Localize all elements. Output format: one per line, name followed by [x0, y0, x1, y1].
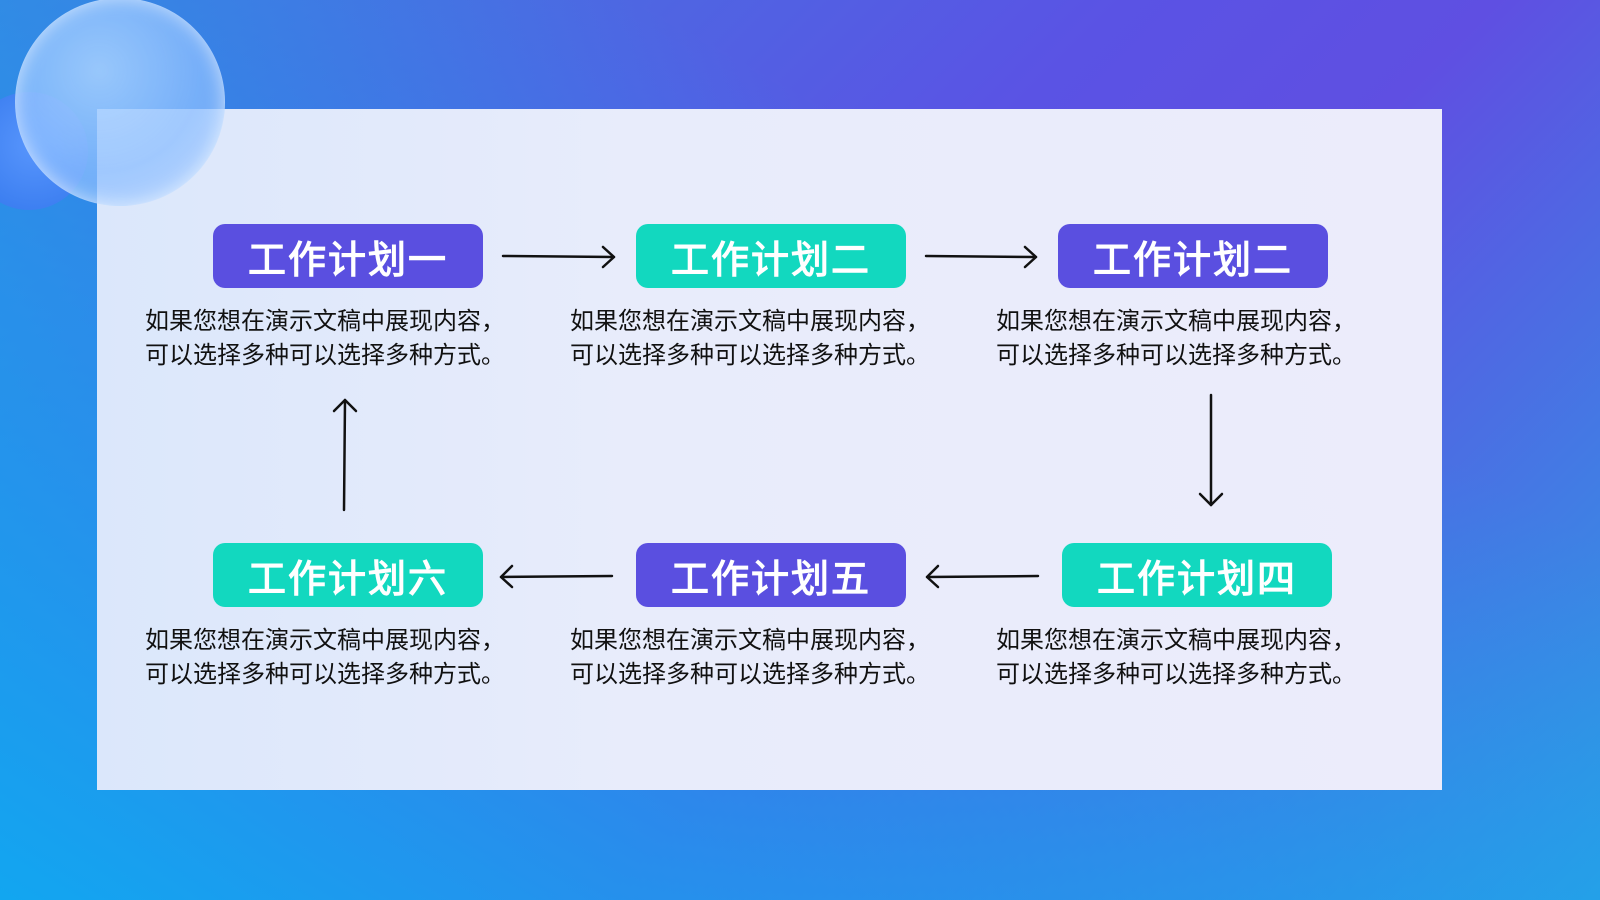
step-1-description: 如果您想在演示文稿中展现内容， 可以选择多种可以选择多种方式。	[145, 304, 545, 372]
step-4-desc-line-2: 可以选择多种可以选择多种方式。	[996, 660, 1356, 688]
step-4-description: 如果您想在演示文稿中展现内容， 可以选择多种可以选择多种方式。	[996, 623, 1396, 691]
step-5-title: 工作计划五	[636, 543, 906, 607]
decorative-bubble-large	[15, 0, 225, 206]
arrow-right-icon	[501, 245, 616, 269]
step-5-description: 如果您想在演示文稿中展现内容， 可以选择多种可以选择多种方式。	[570, 623, 970, 691]
arrow-up-icon	[332, 398, 358, 512]
arrow-left-icon	[499, 564, 614, 589]
step-4-desc-line-1: 如果您想在演示文稿中展现内容，	[996, 626, 1356, 654]
step-3-description: 如果您想在演示文稿中展现内容， 可以选择多种可以选择多种方式。	[996, 304, 1396, 372]
step-3-desc-line-1: 如果您想在演示文稿中展现内容，	[996, 307, 1356, 335]
step-6-desc-line-2: 可以选择多种可以选择多种方式。	[145, 660, 505, 688]
step-2-title: 工作计划二	[636, 224, 906, 288]
step-1-desc-line-2: 可以选择多种可以选择多种方式。	[145, 341, 505, 369]
step-5-desc-line-2: 可以选择多种可以选择多种方式。	[570, 660, 930, 688]
arrow-down-icon	[1198, 393, 1224, 507]
step-2-desc-line-2: 可以选择多种可以选择多种方式。	[570, 341, 930, 369]
step-1-title: 工作计划一	[213, 224, 483, 288]
step-3-title: 工作计划二	[1058, 224, 1328, 288]
step-6-title: 工作计划六	[213, 543, 483, 607]
step-2-description: 如果您想在演示文稿中展现内容， 可以选择多种可以选择多种方式。	[570, 304, 970, 372]
step-2-desc-line-1: 如果您想在演示文稿中展现内容，	[570, 307, 930, 335]
arrow-right-icon	[924, 245, 1038, 269]
arrow-left-icon	[925, 564, 1040, 589]
step-4-title: 工作计划四	[1062, 543, 1332, 607]
step-5-desc-line-1: 如果您想在演示文稿中展现内容，	[570, 626, 930, 654]
step-3-desc-line-2: 可以选择多种可以选择多种方式。	[996, 341, 1356, 369]
step-6-description: 如果您想在演示文稿中展现内容， 可以选择多种可以选择多种方式。	[145, 623, 545, 691]
content-panel	[97, 109, 1442, 790]
step-1-desc-line-1: 如果您想在演示文稿中展现内容，	[145, 307, 505, 335]
step-6-desc-line-1: 如果您想在演示文稿中展现内容，	[145, 626, 505, 654]
